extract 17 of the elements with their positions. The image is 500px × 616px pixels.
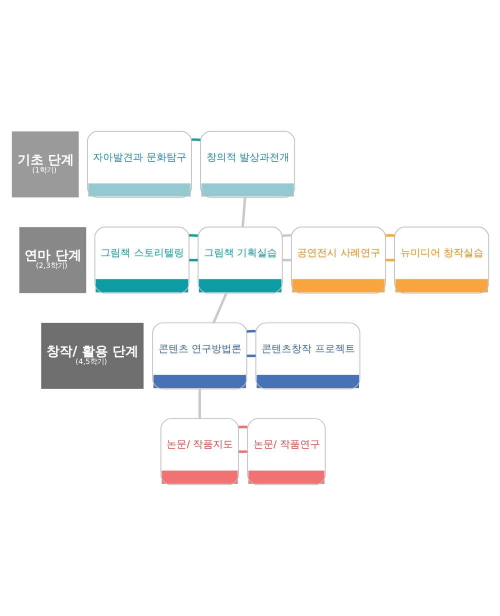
connector	[246, 330, 256, 333]
connector	[188, 234, 198, 238]
connector	[241, 197, 246, 227]
connector	[188, 258, 198, 262]
connector	[385, 234, 394, 237]
connector	[238, 450, 247, 453]
connector	[282, 234, 291, 238]
node-box: 연마 단계 (2,3학기)	[18, 227, 86, 294]
node-box: 기초 단계 (1학기)	[11, 131, 78, 198]
connector	[212, 292, 227, 324]
connector	[238, 426, 247, 428]
connector	[191, 138, 200, 142]
connector	[282, 258, 291, 262]
connector	[385, 258, 394, 262]
connector	[246, 354, 256, 358]
connector	[198, 389, 200, 418]
node-box: 창작/ 활용 단계 (4,5학기)	[40, 322, 144, 389]
